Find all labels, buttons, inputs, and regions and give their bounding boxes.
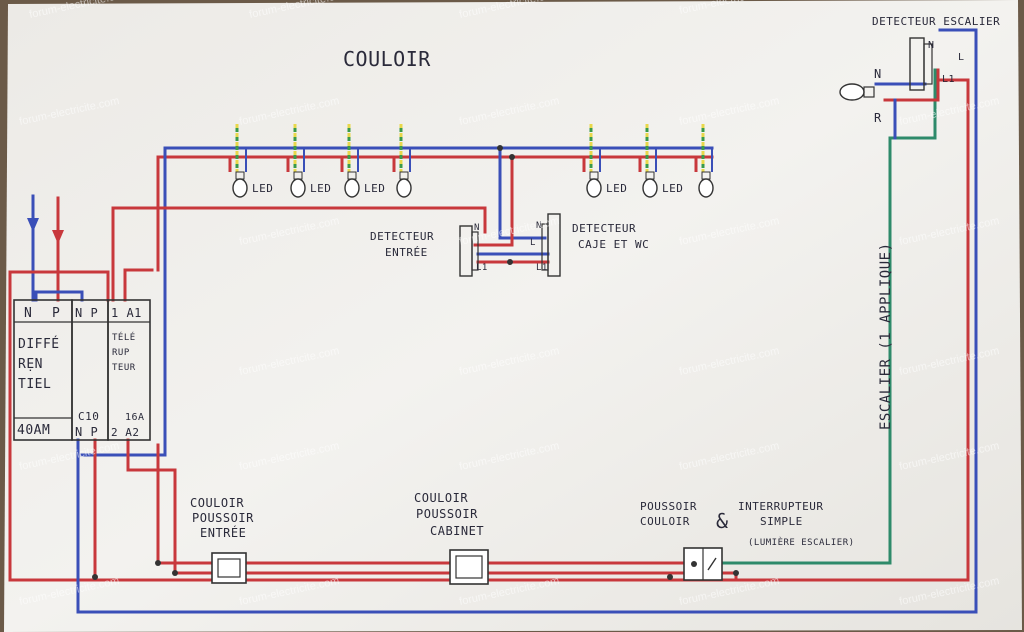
led-label: LED (662, 182, 683, 195)
detector-escalier-terminal-l1: L1 (942, 74, 955, 85)
detector-cage-terminal-l: L (530, 238, 536, 248)
detector-escalier-label: DETECTEUR ESCALIER (872, 15, 1000, 28)
pushbutton-return-line (126, 438, 738, 575)
stair-lamp-bulb-icon (839, 83, 865, 101)
fuse-bottom-terminals: N P (75, 425, 98, 439)
teleruptor-label-line3: TEUR (112, 363, 136, 373)
led-fixture: LED (340, 124, 385, 198)
teleruptor-rating: 16A (125, 412, 145, 423)
page-title: COULOIR (343, 47, 431, 71)
detector-cage-terminal-n: N (536, 221, 542, 231)
led-bulb-icon (698, 178, 714, 198)
pushbutton-entree: COULOIR POUSSOIR ENTRÉE (190, 496, 254, 584)
stair-label: ESCALIER (1 APPLIQUE) (878, 242, 894, 430)
led-label: LED (364, 182, 385, 195)
detector-escalier: DETECTEUR ESCALIER N L L1 (872, 15, 1000, 91)
detector-entree-terminal-l1: L1 (476, 263, 488, 273)
breaker-label-line3: TIEL (18, 377, 51, 392)
teleruptor-bottom-terminals: 2 A2 (111, 426, 140, 439)
led-fixture (694, 124, 714, 198)
detector-phase-feed (111, 206, 487, 302)
board-top-red (8, 270, 110, 302)
left-neutral-riser (80, 146, 167, 457)
pushbutton-cabinet-line1: COULOIR (414, 491, 468, 505)
led-label: LED (606, 182, 627, 195)
breaker-terminal-p: P (52, 306, 60, 321)
teleruptor-top-terminals: 1 A1 (111, 306, 142, 320)
board-top-red2 (123, 268, 154, 302)
led-bulb-icon (586, 178, 602, 198)
detector-entree-terminal-n: N (474, 223, 480, 233)
detector-escalier-terminal-l: L (958, 52, 965, 63)
incoming-phase-arrow (52, 230, 64, 244)
stair-lamp-terminal-n: N (874, 67, 882, 81)
pushbutton-cabinet: COULOIR POUSSOIR CABINET (414, 491, 489, 585)
detector-entree-label-line1: DETECTEUR (370, 230, 434, 243)
led-label: LED (310, 182, 331, 195)
stair-lamp: N R (839, 67, 882, 125)
detector-cage: N L1 L DETECTEUR CAJE ET WC (530, 213, 649, 277)
led-fixture (392, 124, 412, 198)
bottom-neutral-outer (76, 28, 978, 614)
pushbutton-entree-line2: POUSSOIR (192, 511, 254, 525)
detector-escalier-terminal-n: N (928, 40, 935, 51)
fuse-top-terminals: N P (75, 306, 98, 320)
switch-left-line1: POUSSOIR (640, 500, 697, 513)
breaker-label-line1: DIFFÉ (18, 336, 60, 352)
stair-return (704, 68, 937, 565)
detector-entree-label-line2: ENTRÉE (385, 246, 428, 259)
led-bulb-icon (642, 178, 658, 198)
switch-combo: POUSSOIR COULOIR & INTERRUPTEUR SIMPLE (… (640, 500, 855, 581)
junction-dots (92, 145, 739, 580)
detector-link-red (473, 155, 514, 247)
detector-entree: N L1 DETECTEUR ENTRÉE (370, 223, 488, 277)
switch-ampersand: & (716, 509, 729, 533)
pushbutton-cabinet-line3: CABINET (430, 524, 484, 538)
pushbutton-cabinet-line2: POUSSOIR (416, 507, 478, 521)
teleruptor-label-line2: RUP (112, 348, 130, 358)
led-fixture: LED (228, 124, 273, 198)
led-fixture: LED (638, 124, 683, 198)
breaker-rating: 40AM (17, 423, 50, 438)
led-bulb-icon (396, 178, 412, 198)
detector-cage-label-line2: CAJE ET WC (578, 238, 649, 251)
switch-note: (LUMIÈRE ESCALIER) (748, 536, 855, 548)
bottom-phase-outer (8, 78, 970, 582)
fuse-rating: C10 (78, 410, 99, 423)
switch-right-line2: SIMPLE (760, 515, 803, 528)
breaker-label-line2: RẸN (18, 357, 43, 372)
led-bulb-icon (344, 178, 360, 198)
stair-lamp-phase (883, 68, 940, 102)
switch-right-line1: INTERRUPTEUR (738, 500, 823, 513)
teleruptor-label-line1: TÉLÉ (112, 331, 136, 343)
led-fixture: LED (582, 124, 627, 198)
detector-cage-label-line1: DETECTEUR (572, 222, 636, 235)
teleruptor (107, 299, 151, 441)
distribution-board: N P DIFFÉ RẸN TIEL 40AM N P C10 N P 1 A1… (13, 218, 151, 441)
pushbutton-entree-line1: COULOIR (190, 496, 244, 510)
switch-left-line2: COULOIR (640, 515, 690, 528)
board-top-blue (34, 290, 84, 302)
led-bulb-icon (290, 178, 306, 198)
incoming-neutral-arrow (27, 218, 39, 232)
pushbutton-entree-line3: ENTRÉE (200, 525, 246, 540)
led-fixture: LED (286, 124, 331, 198)
detector-cage-terminal-l1: L1 (536, 263, 548, 273)
stair-lamp-terminal-r: R (874, 111, 882, 125)
led-label: LED (252, 182, 273, 195)
breaker-terminal-n: N (24, 306, 32, 321)
led-bulb-icon (232, 178, 248, 198)
detector-neutral-drop (498, 146, 547, 240)
